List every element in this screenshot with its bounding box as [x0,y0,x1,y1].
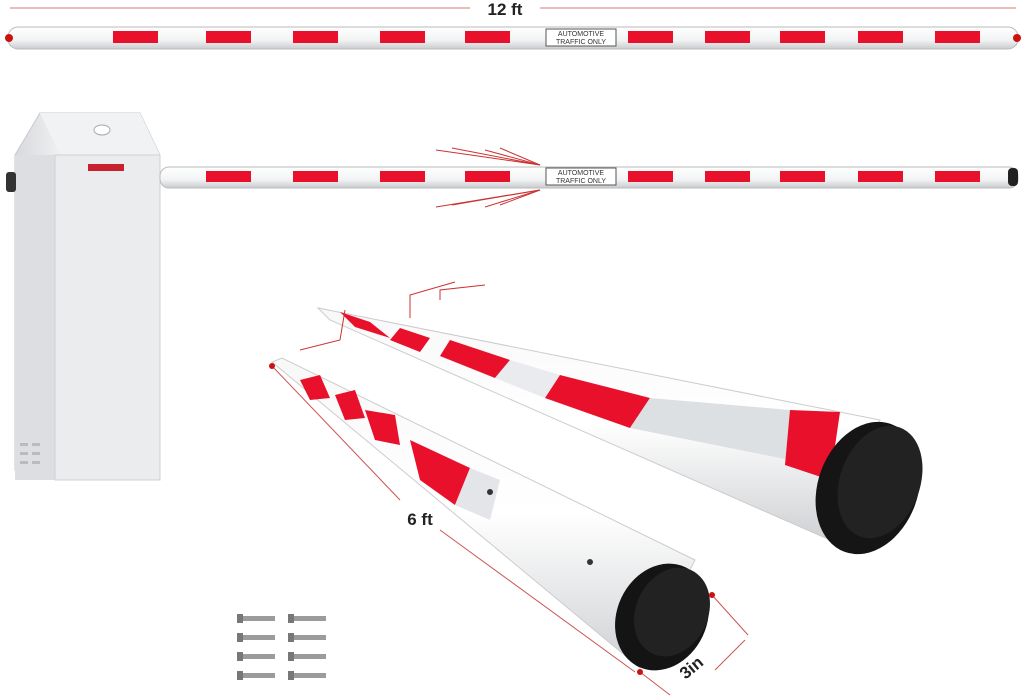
reflective-stripe [858,171,903,182]
sign-line-2: TRAFFIC ONLY [556,178,606,185]
reflective-stripe [293,171,338,182]
length-label-12ft: 12 ft [488,0,523,19]
reflective-stripe [206,171,251,182]
reflective-stripe [465,31,510,43]
reflective-stripe [705,171,750,182]
screw [288,671,326,680]
reflective-stripe [780,31,825,43]
end-marker [5,34,13,42]
screw [237,652,275,661]
screw [237,671,275,680]
reflective-stripe [780,171,825,182]
boom-arm-installed: AUTOMOTIVE TRAFFIC ONLY [159,147,1019,208]
reflective-stripe [465,171,510,182]
arm-section-short [271,357,710,671]
reflective-stripe [380,171,425,182]
reflective-stripe [380,31,425,43]
length-label-6ft: 6 ft [407,510,433,529]
dimension-12ft: 12 ft [10,0,1016,19]
dimension-6ft: 6 ft [269,363,636,673]
screw [288,652,326,661]
reflective-stripe [628,171,673,182]
reflective-stripe [858,31,903,43]
brand-logo-plate [88,164,124,171]
reflective-stripe [206,31,251,43]
screw [288,633,326,642]
sign-line-1: AUTOMOTIVE [558,31,604,38]
reflective-stripe [705,31,750,43]
screw [237,614,275,623]
screw [288,614,326,623]
sign-line-2: TRAFFIC ONLY [556,39,606,46]
joint-markers [435,147,541,208]
reflective-stripe [935,31,980,43]
mounting-screws [237,614,326,680]
barrier-gate-cabinet [6,112,161,481]
end-marker [1013,34,1021,42]
reflective-stripe [935,171,980,182]
boom-arm-top: AUTOMOTIVE TRAFFIC ONLY [5,26,1021,50]
screw [237,633,275,642]
reflective-stripe [628,31,673,43]
sign-line-1: AUTOMOTIVE [558,170,604,177]
reflective-stripe [113,31,158,43]
arm-section-long [299,281,923,555]
reflective-stripe [293,31,338,43]
